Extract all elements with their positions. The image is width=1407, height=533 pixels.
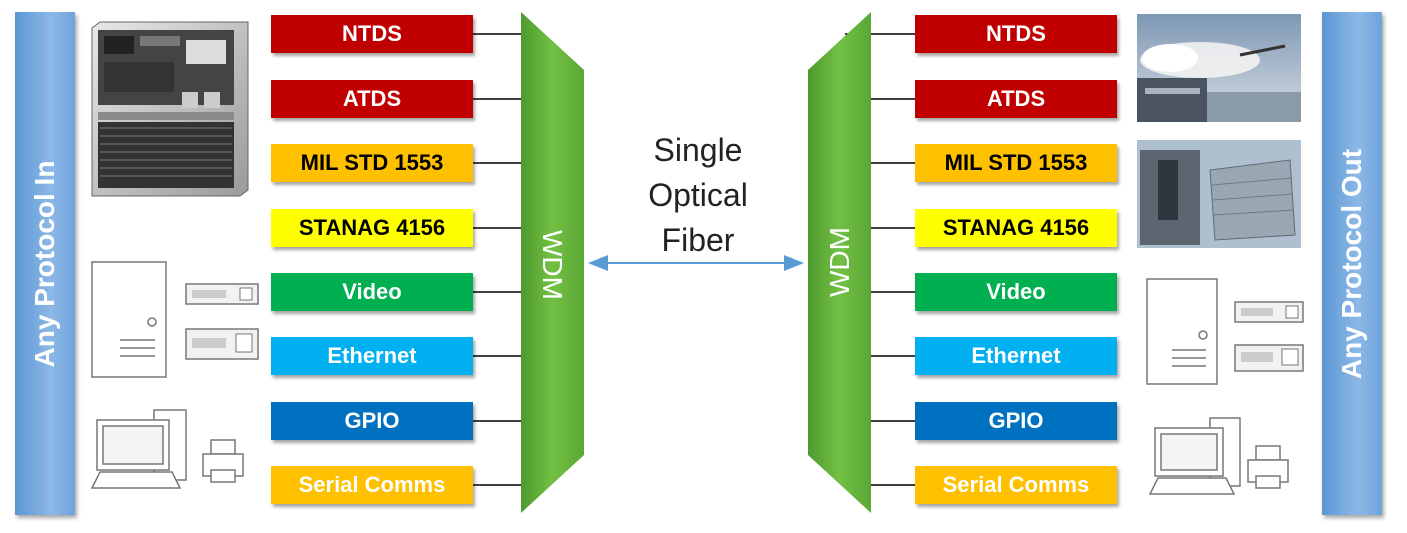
equipment-rack-photo — [91, 21, 249, 197]
protocol-label: Video — [986, 279, 1046, 304]
ship-radar-photo — [1137, 140, 1301, 248]
left-connector-lines — [473, 33, 523, 486]
fiber-line-1: Single — [653, 132, 743, 168]
protocol-box-left-mil-std-1553: MIL STD 1553 — [271, 144, 473, 182]
protocol-box-right-mil-std-1553: MIL STD 1553 — [915, 144, 1117, 182]
desktop-computer-icon — [1148, 417, 1241, 495]
protocol-label: NTDS — [986, 21, 1046, 46]
protocol-box-right-ethernet: Ethernet — [915, 337, 1117, 375]
protocol-label: Serial Comms — [298, 472, 446, 497]
protocol-box-left-atds: ATDS — [271, 80, 473, 118]
protocol-label: STANAG 4156 — [942, 215, 1090, 240]
printer-icon — [202, 439, 244, 483]
network-switch-icon — [1234, 301, 1304, 372]
protocol-label: ATDS — [342, 86, 402, 111]
wdm-left-label: WDM — [537, 230, 568, 300]
protocol-label: MIL STD 1553 — [944, 150, 1088, 175]
single-optical-fiber-label: Single Optical Fiber — [598, 128, 798, 263]
protocol-box-right-ntds: NTDS — [915, 15, 1117, 53]
protocol-label: Ethernet — [971, 343, 1061, 368]
protocol-label: GPIO — [344, 408, 400, 433]
protocol-box-left-video: Video — [271, 273, 473, 311]
protocol-label: GPIO — [988, 408, 1044, 433]
any-protocol-in-bar: Any Protocol In — [15, 12, 75, 515]
fiber-line-3: Fiber — [661, 222, 735, 258]
protocol-box-right-video: Video — [915, 273, 1117, 311]
protocol-label: ATDS — [986, 86, 1046, 111]
protocol-box-right-serial-comms: Serial Comms — [915, 466, 1117, 504]
protocol-box-right-atds: ATDS — [915, 80, 1117, 118]
protocol-box-left-stanag-4156: STANAG 4156 — [271, 209, 473, 247]
protocol-label: Video — [342, 279, 402, 304]
protocol-box-left-ntds: NTDS — [271, 15, 473, 53]
fiber-line-2: Optical — [648, 177, 748, 213]
wdm-right-shape — [808, 12, 871, 513]
server-tower-icon — [1146, 278, 1218, 385]
printer-icon — [1247, 445, 1289, 489]
missile-launch-photo — [1137, 14, 1301, 122]
protocol-label: Ethernet — [327, 343, 417, 368]
server-tower-icon — [91, 261, 167, 378]
protocol-label: NTDS — [342, 21, 402, 46]
any-protocol-out-bar: Any Protocol Out — [1322, 12, 1382, 515]
network-switch-icon — [185, 283, 259, 360]
protocol-box-left-ethernet: Ethernet — [271, 337, 473, 375]
protocol-box-right-stanag-4156: STANAG 4156 — [915, 209, 1117, 247]
protocol-box-left-gpio: GPIO — [271, 402, 473, 440]
wdm-left-shape — [521, 12, 584, 513]
desktop-computer-icon — [90, 409, 187, 489]
protocol-label: Serial Comms — [942, 472, 1090, 497]
protocol-label: MIL STD 1553 — [300, 150, 444, 175]
wdm-right-label: WDM — [824, 227, 855, 297]
protocol-box-left-serial-comms: Serial Comms — [271, 466, 473, 504]
protocol-label: STANAG 4156 — [298, 215, 446, 240]
protocol-box-right-gpio: GPIO — [915, 402, 1117, 440]
